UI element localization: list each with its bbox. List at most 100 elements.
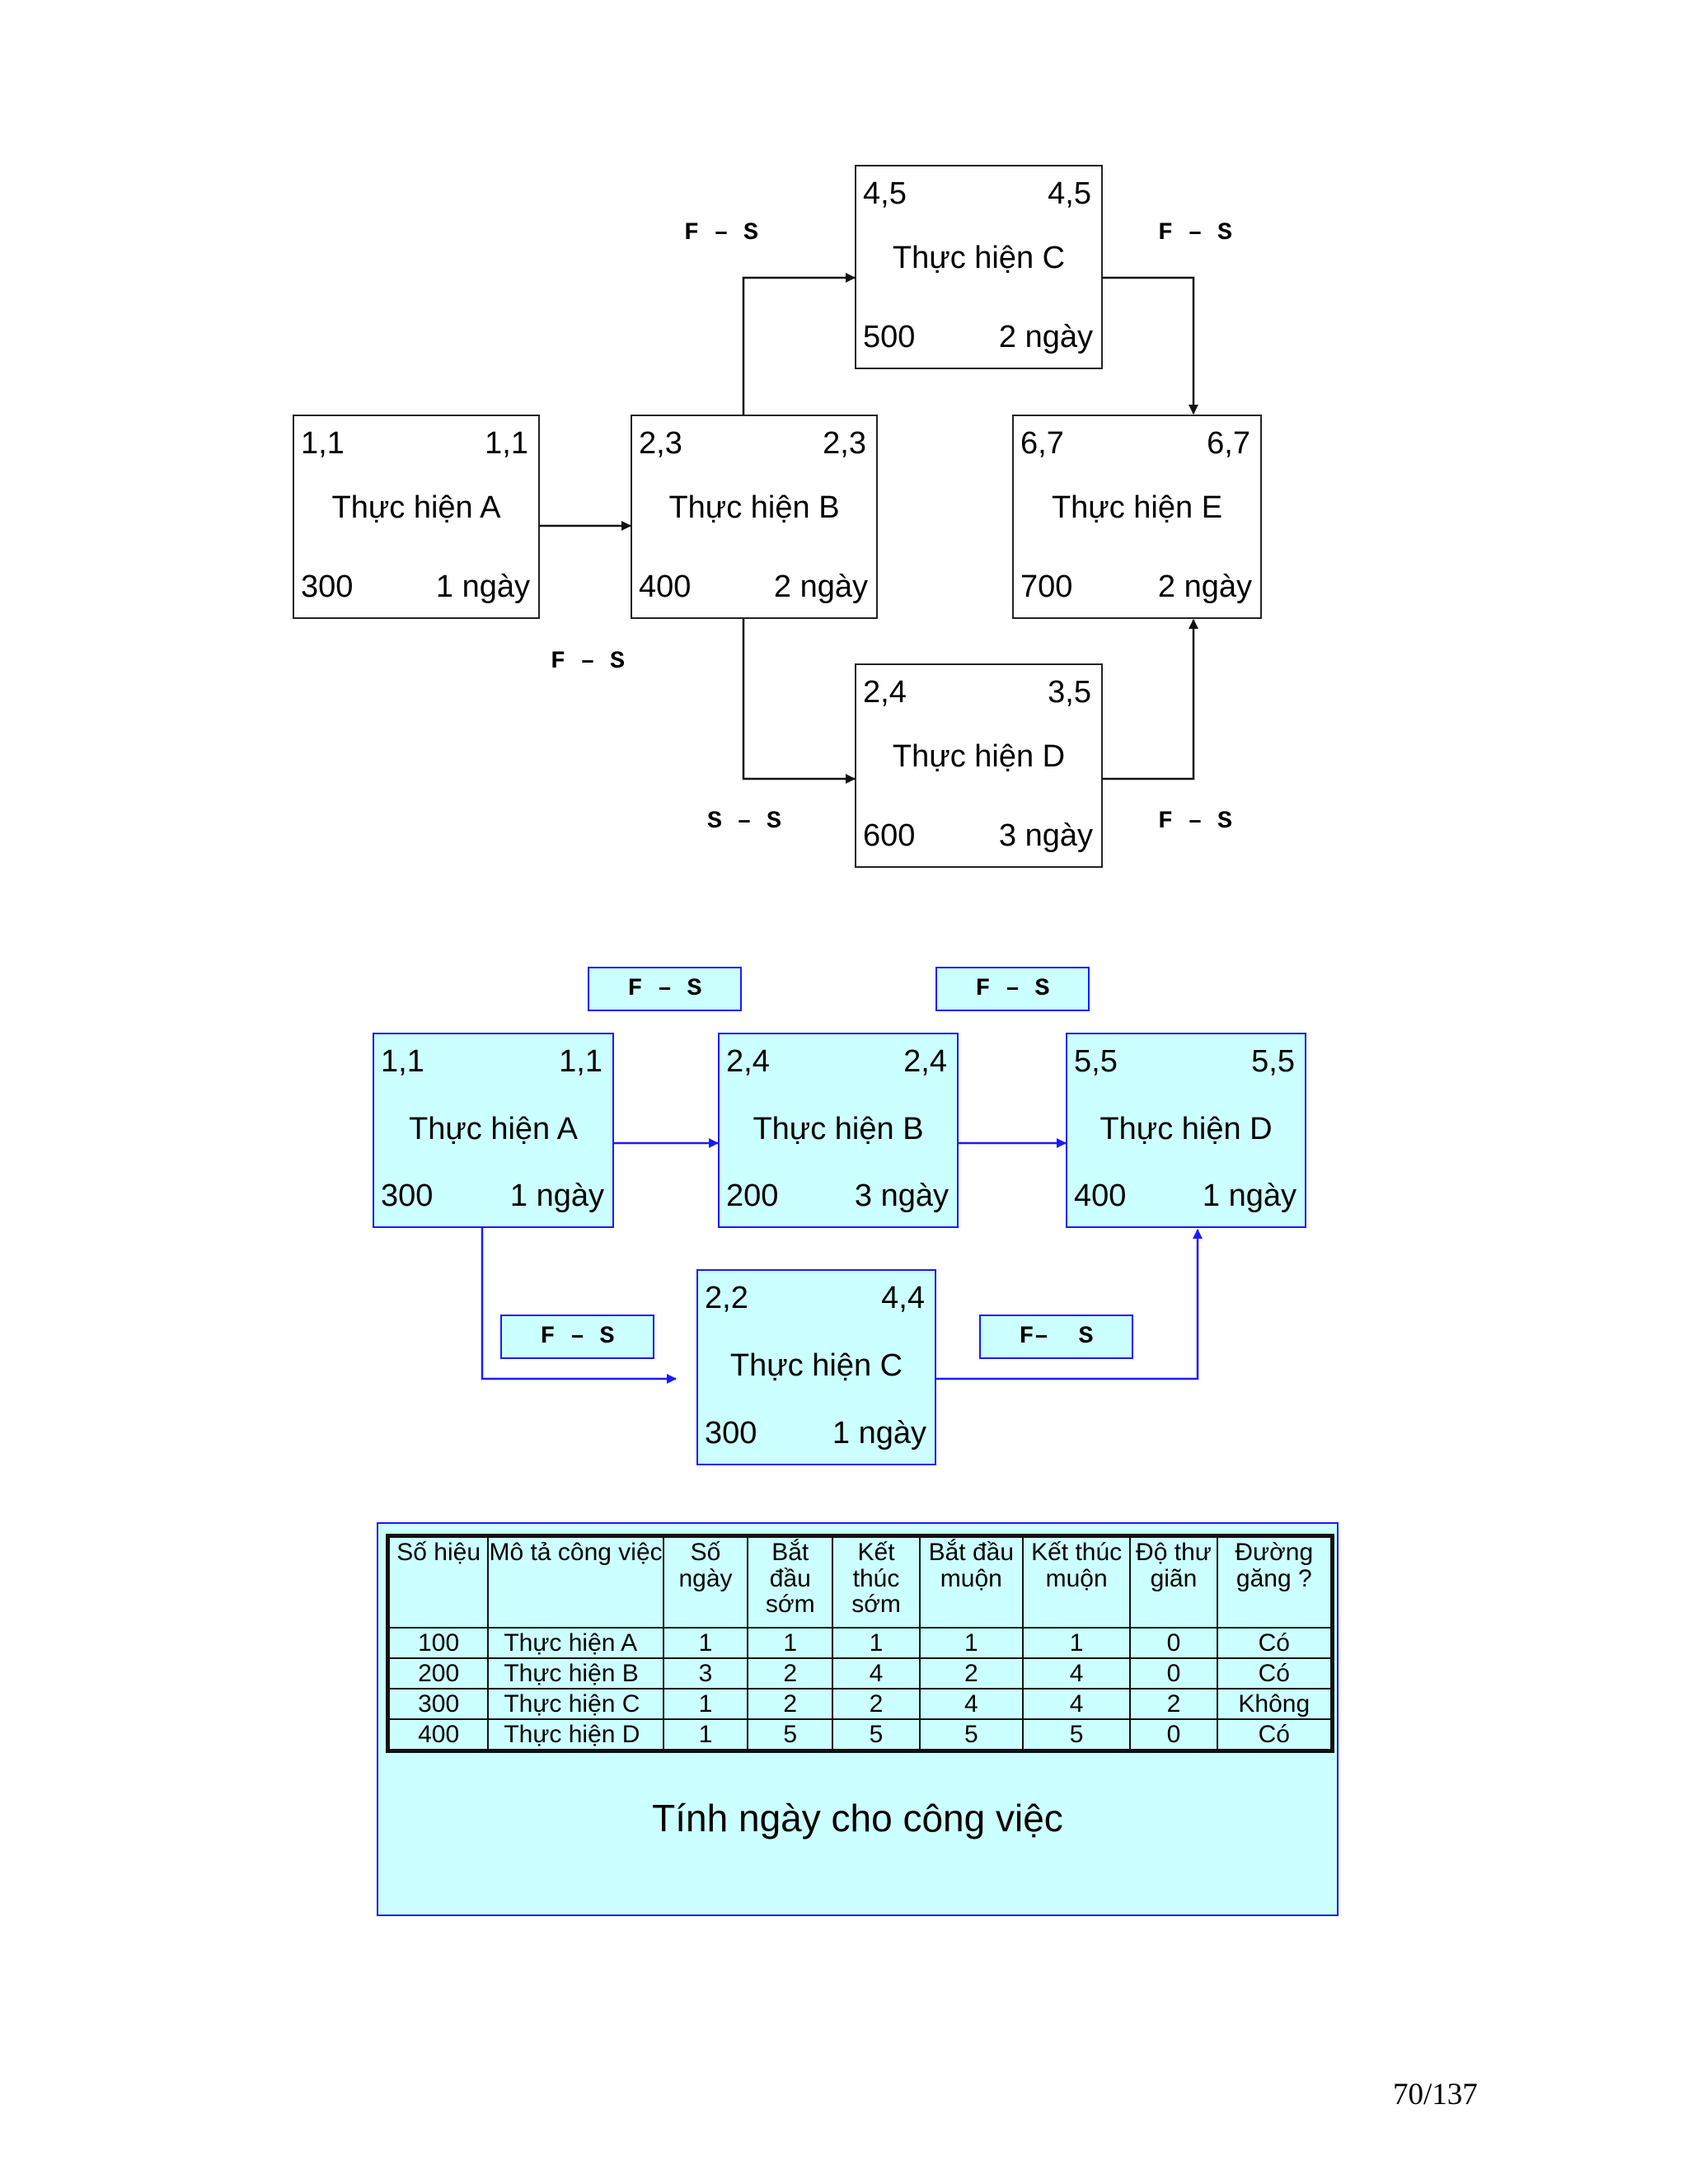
relation-label: S – S xyxy=(707,808,782,836)
table-cell: 1 xyxy=(662,1718,749,1750)
page-number: 70/137 xyxy=(1393,2078,1478,2111)
node-code: 400 xyxy=(1074,1179,1127,1213)
node-code: 300 xyxy=(705,1416,757,1451)
node-early: 2,3 xyxy=(639,426,682,461)
relation-label: F– S xyxy=(979,1315,1133,1359)
relation-label: F – S xyxy=(1158,808,1233,836)
table-caption: Tính ngày cho công việc xyxy=(652,1797,1063,1840)
table-cell: 4 xyxy=(1021,1657,1132,1690)
column-header: Độ thư giãn xyxy=(1129,1536,1218,1629)
table-cell: 4 xyxy=(918,1688,1024,1720)
arrow2-a-c xyxy=(481,1228,677,1384)
node-name: Thực hiện A xyxy=(331,490,501,525)
node-duration: 1 ngày xyxy=(509,1179,604,1213)
node-duration: 1 ngày xyxy=(1202,1179,1296,1213)
node-duration: 3 ngày xyxy=(998,818,1093,853)
table-cell: Có xyxy=(1216,1718,1333,1750)
relation-label: F – S xyxy=(588,967,742,1011)
node-early: 1,1 xyxy=(301,426,345,461)
column-header: Bắt đầu sớm xyxy=(747,1536,834,1629)
node-name: Thực hiện E xyxy=(1051,490,1223,525)
node-bottom-a: 1,1 1,1 Thực hiện A 300 1 ngày xyxy=(373,1033,614,1228)
column-header: Đường găng ? xyxy=(1216,1536,1333,1629)
node-code: 500 xyxy=(863,320,916,354)
schedule-table: Số hiệu Mô tả công việc Số ngày Bắt đầu … xyxy=(387,1536,1333,1750)
node-early: 2,4 xyxy=(726,1044,770,1079)
table-cell: Có xyxy=(1216,1657,1333,1690)
table-cell: 2 xyxy=(747,1657,834,1690)
node-name: Thực hiện D xyxy=(1100,1112,1273,1146)
table-cell: 300 xyxy=(387,1688,490,1720)
node-top-a: 1,1 1,1 Thực hiện A 300 1 ngày xyxy=(293,415,540,619)
node-code: 200 xyxy=(726,1179,779,1213)
table-cell: 0 xyxy=(1129,1627,1218,1659)
node-late: 4,4 xyxy=(881,1281,925,1315)
node-bottom-b: 2,4 2,4 Thực hiện B 200 3 ngày xyxy=(718,1033,959,1228)
table-cell: Thực hiện D xyxy=(487,1718,664,1750)
table-cell: 1 xyxy=(1021,1627,1132,1659)
table-cell: 400 xyxy=(387,1718,490,1750)
node-early: 6,7 xyxy=(1020,426,1064,461)
table-cell: 100 xyxy=(387,1627,490,1659)
table-row: 200 Thực hiện B 3 2 4 2 4 0 Có xyxy=(387,1657,1333,1690)
node-early: 1,1 xyxy=(381,1044,424,1079)
table-cell: 1 xyxy=(747,1627,834,1659)
node-top-b: 2,3 2,3 Thực hiện B 400 2 ngày xyxy=(631,415,878,619)
table-cell: Có xyxy=(1216,1627,1333,1659)
node-late: 6,7 xyxy=(1207,426,1250,461)
node-bottom-c: 2,2 4,4 Thực hiện C 300 1 ngày xyxy=(696,1269,936,1465)
node-early: 5,5 xyxy=(1074,1044,1118,1079)
table-cell: 2 xyxy=(918,1657,1024,1690)
node-name: Thực hiện B xyxy=(753,1112,924,1146)
arrow-d-e xyxy=(1103,619,1198,780)
table-cell: Thực hiện A xyxy=(487,1627,664,1659)
column-header: Kết thúc muộn xyxy=(1021,1536,1132,1629)
node-early: 2,4 xyxy=(863,675,907,710)
node-name: Thực hiện C xyxy=(892,241,1066,275)
table-cell: 5 xyxy=(1021,1718,1132,1750)
table-cell: 1 xyxy=(662,1688,749,1720)
arrow-c-e xyxy=(1103,276,1198,415)
node-late: 1,1 xyxy=(485,426,528,461)
node-code: 700 xyxy=(1020,569,1073,604)
table-row: 100 Thực hiện A 1 1 1 1 1 0 Có xyxy=(387,1627,1333,1659)
node-duration: 3 ngày xyxy=(854,1179,949,1213)
node-code: 300 xyxy=(381,1179,434,1213)
arrow-b-c xyxy=(742,273,856,415)
node-late: 2,4 xyxy=(903,1044,947,1079)
table-cell: 1 xyxy=(662,1627,749,1659)
relation-label: F – S xyxy=(935,967,1090,1011)
node-duration: 1 ngày xyxy=(832,1416,926,1451)
table-cell: 4 xyxy=(832,1657,921,1690)
table-cell: 0 xyxy=(1129,1657,1218,1690)
arrow-b-d xyxy=(742,617,856,784)
node-name: Thực hiện B xyxy=(668,490,840,525)
node-late: 5,5 xyxy=(1251,1044,1295,1079)
table-cell: 1 xyxy=(832,1627,921,1659)
schedule-panel: Số hiệu Mô tả công việc Số ngày Bắt đầu … xyxy=(377,1522,1339,1916)
table-row: 400 Thực hiện D 1 5 5 5 5 0 Có xyxy=(387,1718,1333,1750)
node-duration: 2 ngày xyxy=(1157,569,1252,604)
table-cell: Thực hiện C xyxy=(487,1688,664,1720)
table-cell: 3 xyxy=(662,1657,749,1690)
node-early: 2,2 xyxy=(705,1281,748,1315)
node-duration: 2 ngày xyxy=(773,569,868,604)
table-cell: Thực hiện B xyxy=(487,1657,664,1690)
node-top-c: 4,5 4,5 Thực hiện C 500 2 ngày xyxy=(855,165,1103,369)
table-cell: 5 xyxy=(747,1718,834,1750)
node-code: 600 xyxy=(863,818,916,853)
table-cell: 0 xyxy=(1129,1718,1218,1750)
node-late: 2,3 xyxy=(823,426,866,461)
table-cell: 5 xyxy=(918,1718,1024,1750)
schedule-table-frame: Số hiệu Mô tả công việc Số ngày Bắt đầu … xyxy=(386,1534,1334,1753)
column-header: Mô tả công việc xyxy=(487,1536,664,1629)
node-code: 400 xyxy=(639,569,692,604)
node-late: 4,5 xyxy=(1048,176,1091,211)
node-bottom-d: 5,5 5,5 Thực hiện D 400 1 ngày xyxy=(1066,1033,1306,1228)
node-name: Thực hiện D xyxy=(892,739,1066,774)
node-name: Thực hiện A xyxy=(409,1112,578,1146)
node-top-e: 6,7 6,7 Thực hiện E 700 2 ngày xyxy=(1012,415,1262,619)
node-late: 1,1 xyxy=(559,1044,603,1079)
column-header: Kết thúc sớm xyxy=(832,1536,921,1629)
